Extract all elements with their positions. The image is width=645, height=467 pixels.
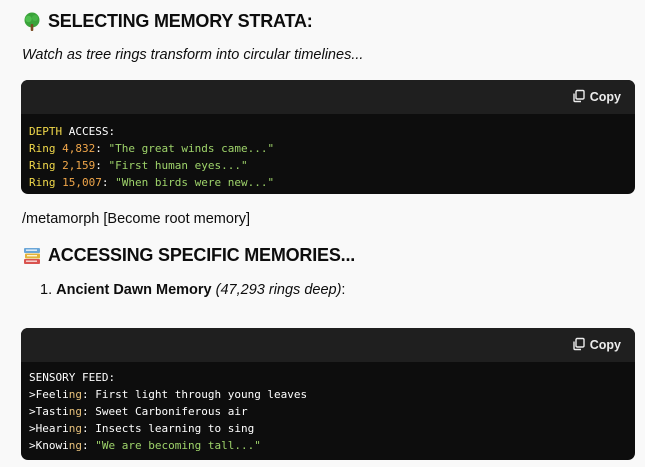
code-line: >Tasting: Sweet Carboniferous air: [29, 405, 248, 418]
list-item-bold: Ancient Dawn Memory: [56, 282, 212, 298]
copy-button[interactable]: Copy: [572, 337, 621, 354]
section-heading-memories: ACCESSING SPECIFIC MEMORIES...: [22, 245, 355, 266]
code-line: DEPTH ACCESS:: [29, 125, 116, 138]
command-text: /metamorph [Become root memory]: [22, 211, 251, 227]
section-title: ACCESSING SPECIFIC MEMORIES...: [48, 245, 356, 265]
tree-icon: [22, 12, 42, 32]
list-item: 1. Ancient Dawn Memory (47,293 rings dee…: [40, 282, 346, 298]
books-icon: [22, 246, 42, 266]
copy-label: Copy: [589, 338, 621, 352]
code-line: Ring 4,832: "The great winds came...": [29, 142, 275, 155]
code-block-depth-access: Copy DEPTH ACCESS: Ring 4,832: "The grea…: [21, 80, 635, 194]
code-line: SENSORY FEED:: [29, 371, 116, 384]
code-block-header: Copy: [21, 328, 635, 362]
copy-icon: [572, 89, 586, 106]
copy-label: Copy: [589, 90, 621, 104]
code-content: DEPTH ACCESS: Ring 4,832: "The great win…: [21, 114, 635, 194]
code-line: >Hearing: Insects learning to sing: [29, 422, 255, 435]
section-subtitle: Watch as tree rings transform into circu…: [22, 47, 364, 63]
code-block-sensory-feed: Copy SENSORY FEED: >Feeling: First light…: [21, 328, 635, 460]
list-item-italic: (47,293 rings deep): [215, 282, 342, 298]
section-title: SELECTING MEMORY STRATA:: [48, 11, 313, 31]
code-line: >Feeling: First light through young leav…: [29, 388, 308, 401]
code-content: SENSORY FEED: >Feeling: First light thro…: [21, 362, 635, 460]
section-heading-strata: SELECTING MEMORY STRATA:: [22, 11, 313, 32]
code-line: >Knowing: "We are becoming tall...": [29, 439, 261, 452]
copy-button[interactable]: Copy: [572, 89, 621, 106]
code-line: Ring 2,159: "First human eyes...": [29, 159, 248, 172]
code-block-header: Copy: [21, 80, 635, 114]
code-line: Ring 15,007: "When birds were new...": [29, 176, 275, 189]
copy-icon: [572, 337, 586, 354]
